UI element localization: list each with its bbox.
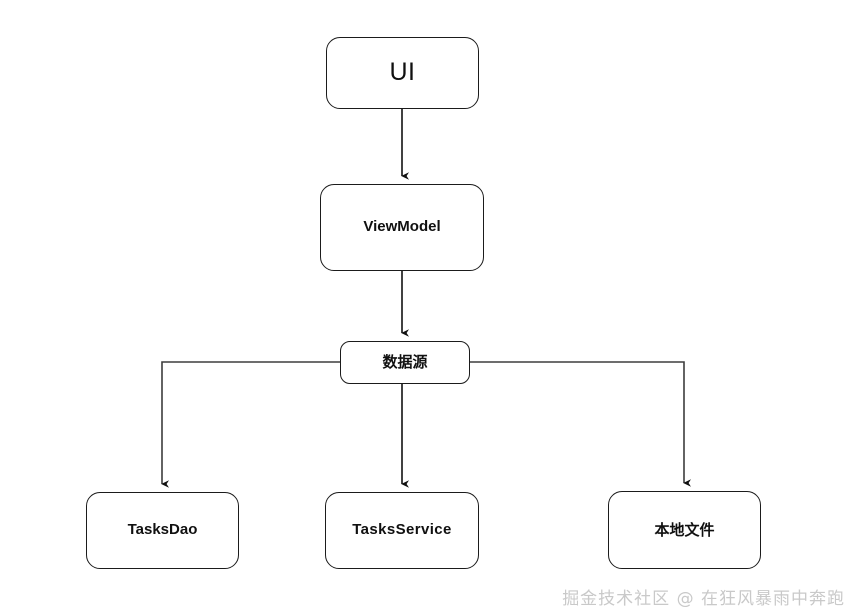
node-ui-label: UI xyxy=(389,58,416,87)
node-tasksdao-label: TasksDao xyxy=(127,521,198,539)
node-viewmodel[interactable]: ViewModel xyxy=(320,184,484,271)
node-localfile-label: 本地文件 xyxy=(654,520,715,539)
node-tasksservice-label: TasksService xyxy=(352,521,452,539)
node-datasource[interactable]: 数据源 xyxy=(340,341,470,384)
watermark-text: 掘金技术社区 @ 在狂风暴雨中奔跑 xyxy=(562,589,845,609)
node-localfile[interactable]: 本地文件 xyxy=(608,491,761,569)
node-viewmodel-label: ViewModel xyxy=(363,218,441,236)
node-tasksdao[interactable]: TasksDao xyxy=(86,492,239,569)
node-tasksservice[interactable]: TasksService xyxy=(325,492,479,569)
node-ui[interactable]: UI xyxy=(326,37,479,109)
node-datasource-label: 数据源 xyxy=(382,353,428,372)
edge-datasource-to-tasksdao xyxy=(161,361,340,488)
edge-datasource-to-localfile xyxy=(470,361,691,487)
